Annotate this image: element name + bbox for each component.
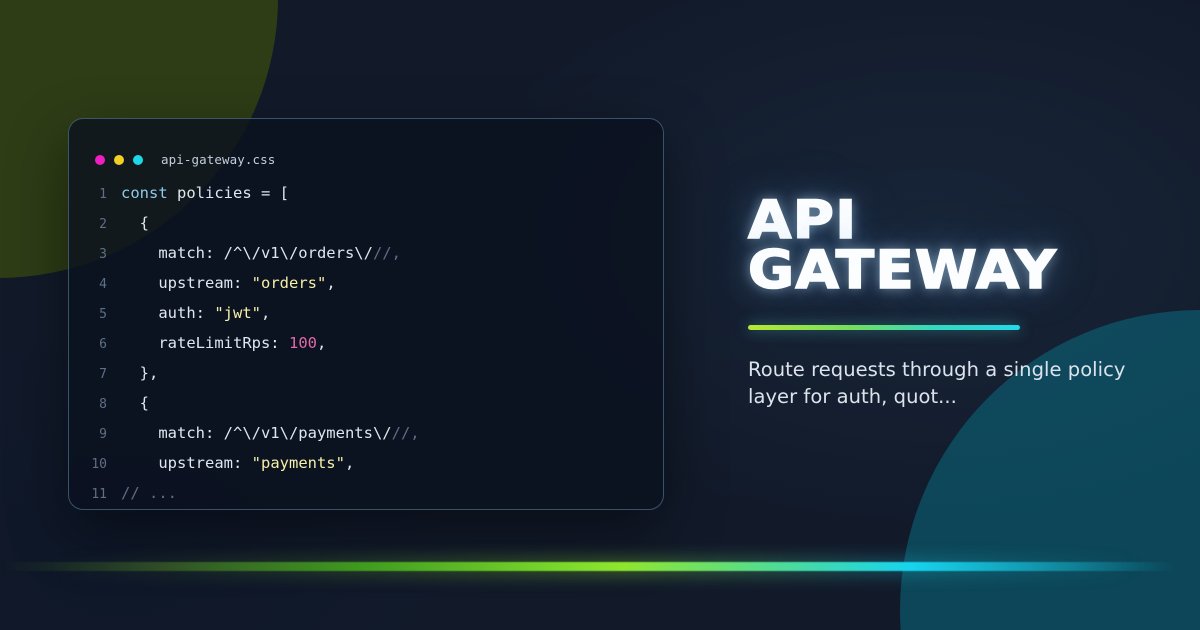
- code-token-com: //,: [391, 424, 420, 442]
- hero-text-column: API GATEWAY Route requests through a sin…: [747, 193, 1148, 411]
- line-number: 5: [99, 307, 107, 322]
- code-token-pln: ,: [326, 274, 336, 292]
- line-content: match: /^\/v1\/payments\///,: [121, 419, 420, 447]
- line-content: },: [121, 359, 159, 387]
- code-token-pln: policies = [: [167, 184, 289, 202]
- code-line: 4 upstream: "orders",: [69, 269, 663, 299]
- line-content: match: /^\/v1\/orders\///,: [121, 239, 401, 267]
- code-token-com: // ...: [121, 484, 177, 502]
- line-content: rateLimitRps: 100,: [121, 329, 326, 357]
- code-window-titlebar: api-gateway.css: [69, 119, 663, 173]
- code-line: 6 rateLimitRps: 100,: [69, 329, 663, 359]
- code-token-pln: rateLimitRps:: [121, 334, 289, 352]
- line-content: upstream: "orders",: [121, 269, 336, 297]
- code-token-pln: match: /^\/v1\/payments\/: [121, 424, 392, 442]
- line-number: 10: [91, 457, 107, 472]
- code-line: 7 },: [69, 359, 663, 389]
- code-token-str: "orders": [251, 274, 327, 292]
- code-line: 1 const policies = [: [69, 179, 663, 209]
- line-number: 9: [99, 427, 107, 442]
- line-content: auth: "jwt",: [121, 299, 270, 327]
- line-content: // ...: [121, 479, 177, 507]
- code-filename: api-gateway.css: [161, 152, 276, 167]
- code-token-pln: match: /^\/v1\/orders\/: [121, 244, 373, 262]
- code-token-pln: ,: [344, 454, 355, 472]
- page-title-line-2: GATEWAY: [747, 240, 1058, 302]
- code-line: 2 {: [69, 209, 663, 239]
- code-line: 11 // ...: [69, 479, 663, 509]
- code-token-pln: upstream:: [121, 454, 252, 472]
- code-token-pln: },: [121, 364, 159, 382]
- code-token-pln: auth:: [121, 304, 215, 322]
- code-token-str: "payments": [251, 454, 345, 472]
- code-token-pln: ,: [316, 334, 327, 352]
- code-token-pln: {: [121, 394, 149, 412]
- page-subtitle: Route requests through a single policy l…: [748, 357, 1126, 409]
- line-content: {: [121, 209, 149, 237]
- line-number: 8: [99, 397, 107, 412]
- code-line: 10 upstream: "payments",: [69, 449, 663, 479]
- code-line: 9 match: /^\/v1\/payments\///,: [69, 419, 663, 449]
- page-title-line-1: API: [747, 190, 858, 251]
- close-dot[interactable]: [95, 154, 105, 165]
- line-number: 1: [99, 187, 107, 202]
- code-token-pln: ,: [261, 304, 271, 322]
- line-number: 11: [91, 487, 107, 502]
- bottom-gradient-bar: [0, 562, 1200, 571]
- line-content: const policies = [: [121, 179, 289, 207]
- line-number: 3: [99, 247, 107, 262]
- line-number: 6: [99, 337, 107, 352]
- code-token-str: "jwt": [214, 304, 261, 322]
- code-token-pln: upstream:: [121, 274, 252, 292]
- maximize-dot[interactable]: [133, 154, 143, 165]
- code-token-num: 100: [288, 334, 317, 352]
- line-number: 7: [99, 367, 107, 382]
- accent-bar: [748, 324, 1020, 330]
- minimize-dot[interactable]: [114, 154, 124, 165]
- code-token-key: const: [121, 184, 168, 202]
- page-title: API GATEWAY: [747, 190, 1172, 302]
- line-number: 4: [99, 277, 107, 292]
- line-content: {: [121, 389, 149, 417]
- code-line: 8 {: [69, 389, 663, 419]
- code-token-pln: {: [121, 214, 149, 232]
- code-line: 3 match: /^\/v1\/orders\///,: [69, 239, 663, 269]
- code-token-com: //,: [372, 244, 401, 262]
- line-content: upstream: "payments",: [121, 449, 354, 477]
- line-number: 2: [99, 217, 107, 232]
- code-line: 5 auth: "jwt",: [69, 299, 663, 329]
